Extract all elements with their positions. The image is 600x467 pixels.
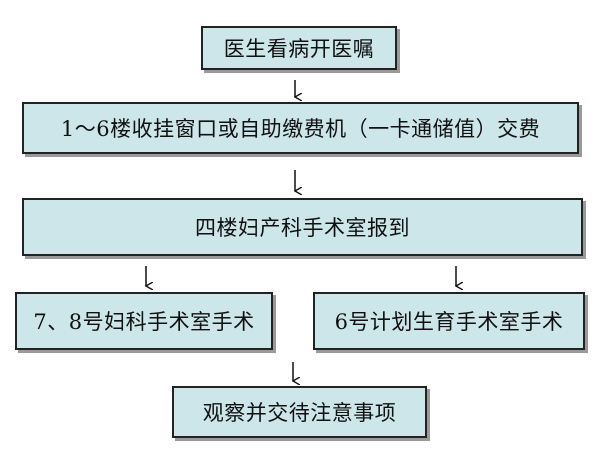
step-checkin: 四楼妇产科手术室报到 — [22, 198, 583, 256]
step-family-planning-surgery: 6号计划生育手术室手术 — [313, 292, 585, 350]
step-gyn-surgery-label: 7、8号妇科手术室手术 — [33, 310, 255, 334]
step-checkin-label: 四楼妇产科手术室报到 — [195, 216, 410, 240]
step-payment-label: 1～6楼收挂窗口或自助缴费机（一卡通储值）交费 — [60, 117, 541, 141]
step-family-planning-surgery-label: 6号计划生育手术室手术 — [334, 310, 564, 334]
step-gyn-surgery: 7、8号妇科手术室手术 — [15, 292, 273, 350]
step-observation-label: 观察并交待注意事项 — [202, 401, 397, 425]
step-doctor-orders: 医生看病开医嘱 — [201, 26, 397, 70]
step-observation: 观察并交待注意事项 — [172, 386, 427, 438]
step-payment: 1～6楼收挂窗口或自助缴费机（一卡通储值）交费 — [22, 102, 579, 154]
step-doctor-orders-label: 医生看病开医嘱 — [223, 37, 375, 61]
